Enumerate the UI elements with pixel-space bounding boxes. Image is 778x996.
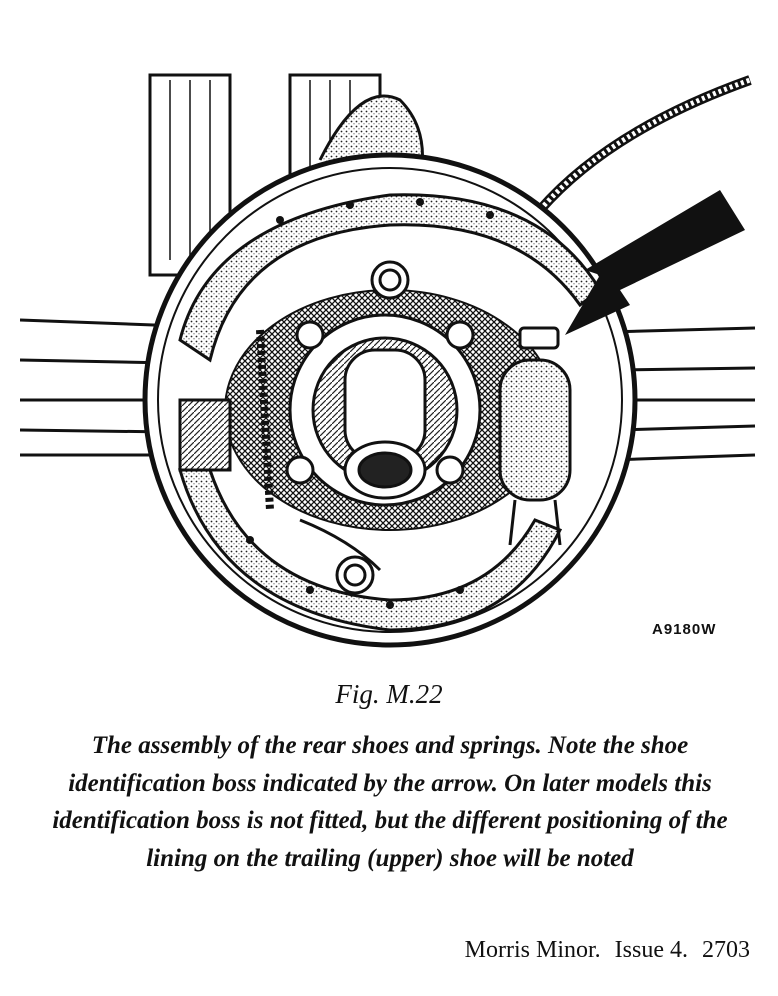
footer-issue: Issue 4. bbox=[614, 937, 688, 963]
indicator-arrow bbox=[565, 190, 745, 335]
footer-model: Morris Minor. bbox=[464, 937, 601, 963]
figure-caption: The assembly of the rear shoes and sprin… bbox=[52, 732, 728, 872]
plate-code: A9180W bbox=[652, 621, 717, 638]
axle-casing bbox=[20, 318, 756, 462]
brake-assembly-illustration bbox=[20, 73, 756, 648]
figure-title: Fig. M.22 bbox=[335, 679, 443, 709]
hub bbox=[285, 313, 482, 507]
footer-page-number: 2703 bbox=[702, 937, 750, 963]
lower-brake-shoe bbox=[178, 468, 563, 632]
adjuster bbox=[178, 398, 232, 472]
pull-off-springs bbox=[256, 260, 410, 595]
wheel-cylinder bbox=[498, 326, 572, 546]
page-footer: Morris Minor. Issue 4. 2703 bbox=[451, 937, 750, 964]
brake-pipe bbox=[536, 75, 752, 214]
identification-boss bbox=[518, 326, 560, 350]
